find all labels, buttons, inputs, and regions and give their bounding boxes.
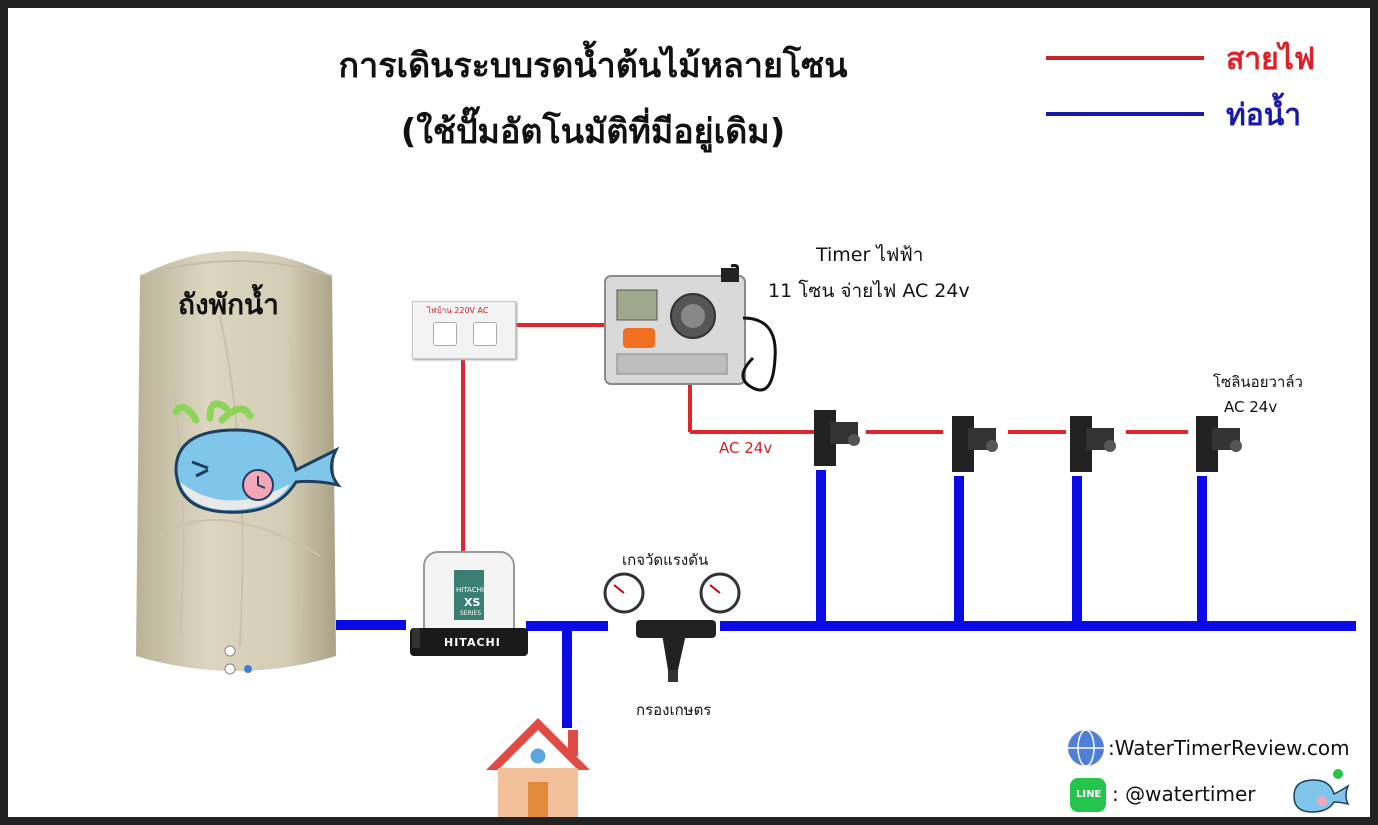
line-id-text: : @watertimer	[1112, 782, 1256, 806]
solenoid-valve	[952, 416, 998, 472]
diagram-subtitle: (ใช้ปั๊มอัตโนมัติที่มีอยู่เดิม)	[400, 112, 786, 152]
whale-logo-small	[1293, 769, 1350, 813]
connections-layer	[336, 318, 1356, 728]
timer-label-line2: 11 โซน จ่ายไฟ AC 24v	[768, 280, 970, 302]
pump-brand: HITACHI	[444, 636, 501, 649]
line-icon	[1070, 778, 1106, 812]
legend-wire-line	[1046, 56, 1204, 60]
legend-pipe-label: ท่อน้ำ	[1226, 98, 1302, 133]
website-text: :WaterTimerReview.com	[1108, 736, 1350, 760]
solenoid-valve	[1070, 416, 1116, 472]
pressure-gauge	[603, 572, 645, 614]
tank-label: ถังพักน้ำ	[178, 288, 279, 321]
line-icon-text: LINE	[1076, 789, 1102, 800]
legend-wire-label: สายไฟ	[1226, 42, 1316, 77]
pipe-group	[336, 470, 1356, 728]
diagram-title: การเดินระบบรดน้ำต้นไม้หลายโซน	[338, 46, 848, 86]
pump-series-sub: SERIES	[460, 610, 482, 617]
legend-pipe-line	[1046, 112, 1204, 116]
disc-filter	[636, 620, 716, 682]
diagram-canvas: การเดินระบบรดน้ำต้นไม้หลายโซน (ใช้ปั๊มอั…	[8, 8, 1370, 817]
outlet-label: ไฟบ้าน 220V AC	[427, 306, 489, 315]
filter-label: กรองเกษตร	[636, 701, 712, 719]
solenoid-label-line2: AC 24v	[1224, 398, 1278, 416]
water-pump	[410, 551, 528, 656]
timer-label-line1: Timer ไฟฟ้า	[816, 244, 924, 266]
gauge-label: เกจวัดแรงดัน	[622, 551, 709, 569]
pump-series: XS	[464, 596, 481, 609]
solenoid-valve	[1196, 416, 1242, 472]
solenoid-label-line1: โซลินอยวาล์ว	[1213, 373, 1303, 391]
house	[486, 718, 590, 817]
pump-brand-top: HITACHI	[456, 586, 484, 594]
whale-mascot	[172, 400, 342, 514]
timer-output-label: AC 24v	[719, 439, 773, 457]
pressure-gauge	[699, 572, 741, 614]
timer-controller	[604, 264, 777, 392]
socket-left	[433, 322, 457, 346]
wire-group	[461, 323, 1188, 551]
solenoid-valve	[814, 410, 860, 466]
socket-right	[473, 322, 497, 346]
globe-icon	[1068, 729, 1104, 767]
power-outlet: ไฟบ้าน 220V AC	[412, 301, 516, 359]
